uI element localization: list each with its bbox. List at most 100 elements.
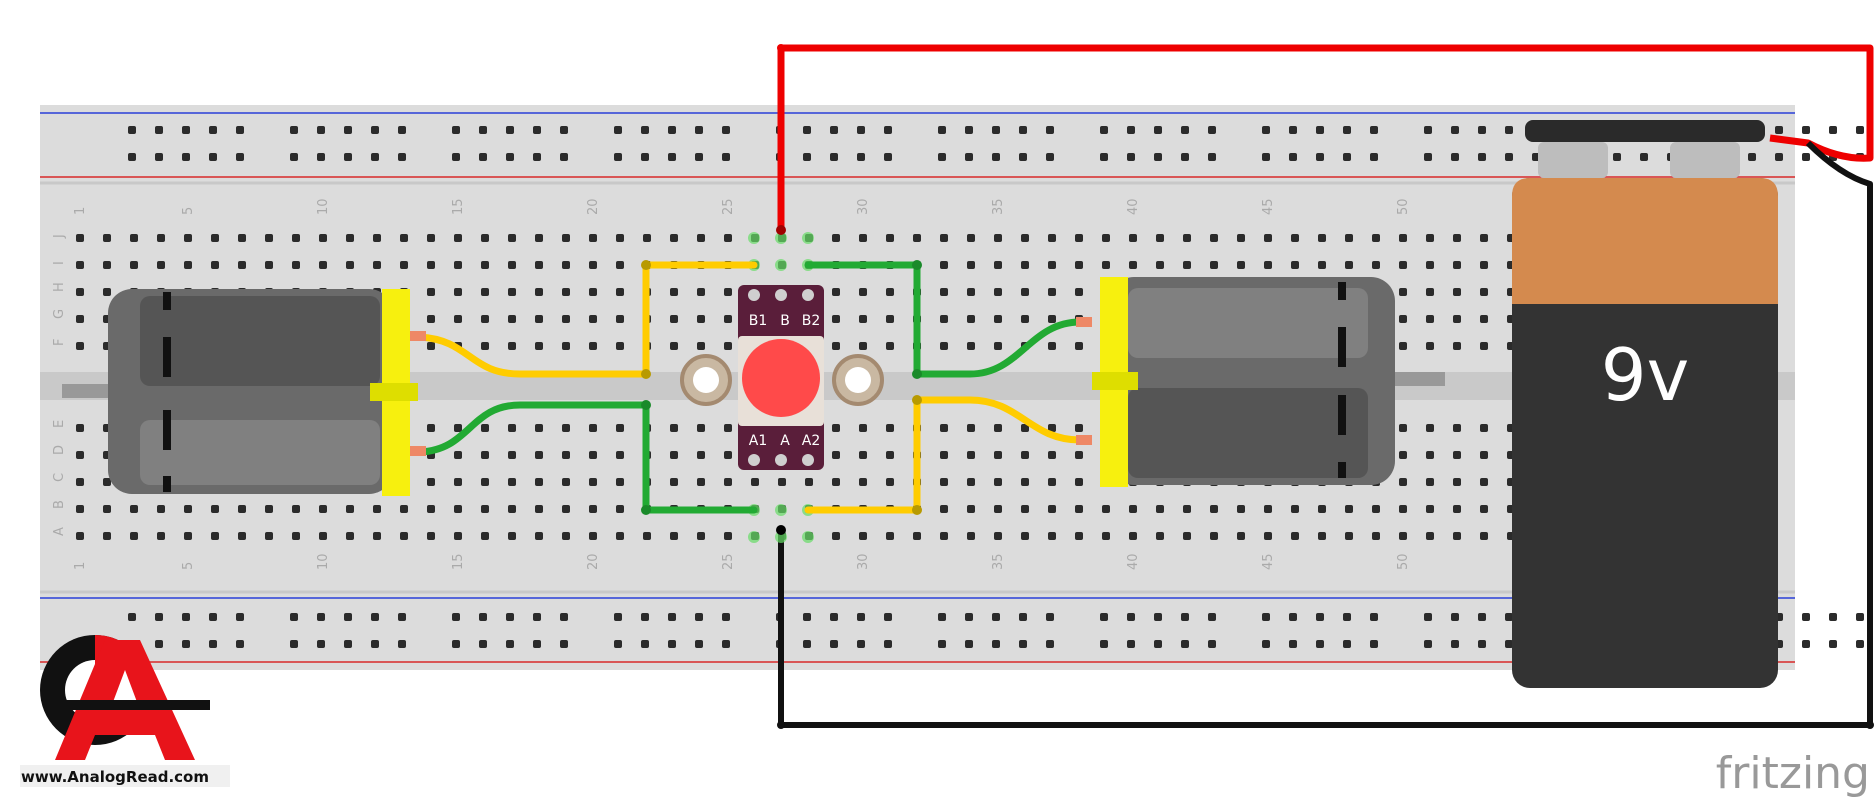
breadboard-hole [1372, 505, 1380, 513]
column-number: 25 [721, 553, 736, 570]
breadboard-hole [641, 126, 649, 134]
breadboard-hole [940, 451, 948, 459]
breadboard-hole [830, 153, 838, 161]
breadboard-hole [1210, 505, 1218, 513]
breadboard-hole [695, 126, 703, 134]
breadboard-hole [938, 613, 946, 621]
breadboard-hole [1802, 613, 1810, 621]
breadboard-hole [859, 342, 867, 350]
breadboard-hole [1262, 613, 1270, 621]
breadboard-hole [1291, 234, 1299, 242]
breadboard-hole [292, 261, 300, 269]
breadboard-hole [1264, 234, 1272, 242]
breadboard-hole [1856, 640, 1864, 648]
breadboard-hole [940, 532, 948, 540]
breadboard-hole [1156, 532, 1164, 540]
breadboard-hole [1829, 640, 1837, 648]
breadboard-hole [427, 424, 435, 432]
column-number: 5 [181, 207, 196, 215]
breadboard-hole [1291, 261, 1299, 269]
breadboard-hole [535, 315, 543, 323]
battery-9v: 9v [1512, 120, 1778, 688]
breadboard-hole [76, 288, 84, 296]
row-letter: A [52, 527, 67, 536]
breadboard-hole [1426, 342, 1434, 350]
yellow-wire-left [416, 261, 758, 378]
column-number: 30 [856, 198, 871, 215]
black-wire-bend [777, 721, 785, 729]
breadboard-hole [1021, 315, 1029, 323]
breadboard-hole [292, 234, 300, 242]
breadboard-hole [1426, 234, 1434, 242]
breadboard-hole [724, 532, 732, 540]
breadboard-hole [724, 315, 732, 323]
breadboard-hole [1156, 505, 1164, 513]
breadboard-hole [1102, 261, 1110, 269]
breadboard-hole [1208, 153, 1216, 161]
breadboard-hole [670, 315, 678, 323]
breadboard-hole [1399, 451, 1407, 459]
breadboard-hole [616, 234, 624, 242]
pin-label-b2: B2 [802, 313, 821, 329]
breadboard-hole [1399, 234, 1407, 242]
breadboard-hole [452, 153, 460, 161]
breadboard-hole [965, 153, 973, 161]
breadboard-hole [886, 342, 894, 350]
right-motor-highlight [1128, 288, 1368, 358]
breadboard-hole [1181, 153, 1189, 161]
breadboard-hole [1154, 613, 1162, 621]
right-motor-shade [1128, 388, 1368, 478]
breadboard-hole [76, 315, 84, 323]
breadboard-hole [938, 153, 946, 161]
breadboard-hole [535, 342, 543, 350]
breadboard-hole [1829, 126, 1837, 134]
breadboard-hole [832, 315, 840, 323]
breadboard-hole [1048, 532, 1056, 540]
breadboard-hole [1426, 532, 1434, 540]
breadboard-hole [670, 532, 678, 540]
breadboard-hole [616, 451, 624, 459]
breadboard-hole [1426, 424, 1434, 432]
breadboard-hole [1075, 451, 1083, 459]
breadboard-hole [1183, 532, 1191, 540]
right-motor-wires [804, 261, 1084, 514]
breadboard-hole [1262, 126, 1270, 134]
breadboard-hole [1372, 261, 1380, 269]
breadboard-hole [724, 234, 732, 242]
breadboard-hole [479, 153, 487, 161]
breadboard-hole [209, 153, 217, 161]
breadboard-hole [1075, 505, 1083, 513]
black-wire [778, 140, 1873, 728]
breadboard-hole [616, 424, 624, 432]
breadboard-hole [1075, 261, 1083, 269]
breadboard-hole [940, 288, 948, 296]
breadboard-hole [1426, 261, 1434, 269]
yellow-wire-right [804, 396, 1084, 514]
breadboard-hole [535, 261, 543, 269]
breadboard-hole [508, 424, 516, 432]
breadboard-hole [184, 261, 192, 269]
breadboard-hole [1829, 613, 1837, 621]
breadboard-hole [130, 261, 138, 269]
breadboard-hole [1046, 153, 1054, 161]
breadboard-hole [506, 153, 514, 161]
breadboard-hole [697, 451, 705, 459]
breadboard-hole [1426, 451, 1434, 459]
breadboard-hole [265, 532, 273, 540]
breadboard-hole [668, 640, 676, 648]
breadboard-hole [1048, 505, 1056, 513]
breadboard-hole [1021, 234, 1029, 242]
breadboard-hole [1075, 478, 1083, 486]
breadboard-hole [967, 478, 975, 486]
breadboard-hole [562, 451, 570, 459]
breadboard-hole [832, 342, 840, 350]
breadboard-hole [452, 126, 460, 134]
breadboard-hole [722, 640, 730, 648]
breadboard-hole [1426, 478, 1434, 486]
breadboard-hole [1424, 126, 1432, 134]
breadboard-hole [938, 126, 946, 134]
breadboard-hole [1505, 613, 1513, 621]
breadboard-hole [1345, 532, 1353, 540]
breadboard-hole [1316, 613, 1324, 621]
breadboard-hole [1208, 126, 1216, 134]
